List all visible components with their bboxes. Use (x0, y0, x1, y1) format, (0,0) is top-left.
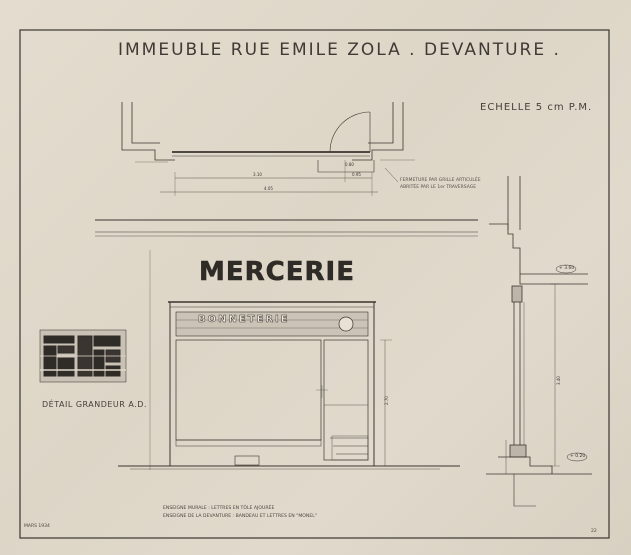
plan-view (121, 102, 415, 196)
date-stamp: MARS 1934 (24, 524, 50, 529)
svg-text:2.70: 2.70 (384, 396, 389, 405)
section-view (486, 176, 592, 507)
svg-text:0.95: 0.95 (352, 172, 361, 177)
detail-caption: DÉTAIL GRANDEUR A.D. (42, 400, 147, 409)
note-line: ENSEIGNE MURALE : LETTRES EN TÔLE AJOURÉ… (163, 506, 275, 511)
letter-detail (39, 329, 127, 383)
svg-text:3.40: 3.40 (556, 376, 561, 385)
sign-mercerie: MERCERIE (199, 257, 355, 288)
sheet-border (19, 29, 610, 539)
plan-note-line: FERMETURE PAR GRILLE ARTICULÉE (400, 178, 481, 183)
level-top-label: + 3.60 (559, 266, 575, 271)
level-bottom-label: + 0.20 (570, 454, 586, 459)
sign-bonneterie: BONNETERIE (198, 314, 290, 326)
drawing-title: IMMEUBLE RUE EMILE ZOLA . DEVANTURE . (118, 40, 561, 60)
plan-note-line: ABRITÉE PAR LE 1er TRAVERSAGE (400, 185, 477, 190)
scale-label: ECHELLE 5 cm P.M. (480, 102, 593, 113)
svg-text:0.80: 0.80 (345, 162, 354, 167)
drawing-notes: ENSEIGNE MURALE : LETTRES EN TÔLE AJOURÉ… (163, 505, 317, 521)
svg-text:3.10: 3.10 (253, 172, 262, 177)
front-elevation (95, 219, 478, 470)
note-line: ENSEIGNE DE LA DEVANTURE : BANDEAU ET LE… (163, 514, 317, 519)
plan-note: FERMETURE PAR GRILLE ARTICULÉE ABRITÉE P… (400, 177, 490, 191)
sheet-number: 22 (591, 529, 597, 534)
svg-text:4.05: 4.05 (264, 186, 273, 191)
